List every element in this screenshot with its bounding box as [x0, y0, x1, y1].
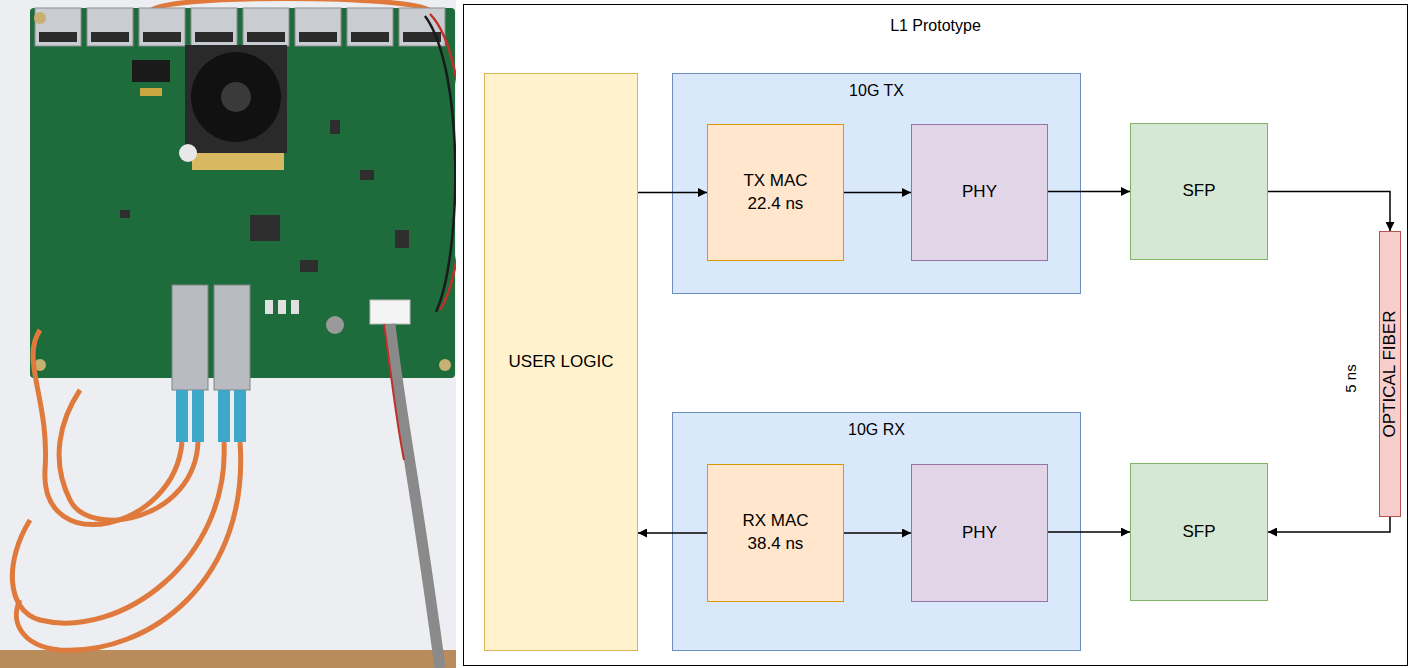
node-text: PHY	[962, 522, 997, 545]
signal-arrow	[638, 192, 707, 194]
signal-arrow	[1268, 517, 1390, 532]
phy-block: PHY	[911, 124, 1048, 261]
mac-block: RX MAC 38.4 ns	[707, 464, 844, 602]
fiber-link: OPTICAL FIBER	[1379, 231, 1401, 517]
node-text: TX MAC 22.4 ns	[733, 170, 819, 216]
logic-block: USER LOGIC	[484, 73, 638, 651]
node-text: RX MAC 38.4 ns	[733, 510, 819, 556]
board-photo	[0, 0, 456, 668]
sfp-module: SFP	[1130, 463, 1268, 601]
node-text: 10G RX	[673, 419, 1080, 441]
mac-block: TX MAC 22.4 ns	[707, 124, 844, 261]
signal-arrow	[844, 532, 911, 534]
tx-group: 10G TX TX MAC 22.4 ns PHY	[672, 73, 1081, 294]
node-text: L1 Prototype	[464, 15, 1407, 37]
node-text: USER LOGIC	[509, 351, 614, 374]
node-text: PHY	[962, 181, 997, 204]
delay-label: 5 ns	[1341, 364, 1358, 392]
signal-arrow	[1048, 531, 1130, 533]
node-text: 10G TX	[673, 80, 1080, 102]
signal-arrow	[1048, 191, 1130, 193]
node-text: OPTICAL FIBER	[1379, 311, 1402, 438]
prototype-frame: L1 PrototypeUSER LOGIC 10G TX TX MAC 22.4 …	[463, 4, 1408, 666]
node-text: SFP	[1182, 180, 1215, 203]
signal-arrow	[1268, 192, 1390, 232]
sfp-module: SFP	[1130, 123, 1268, 260]
node-text: SFP	[1182, 521, 1215, 544]
rx-group: 10G RX RX MAC 38.4 ns PHY	[672, 412, 1081, 651]
signal-arrow	[638, 532, 707, 534]
signal-arrow	[844, 192, 911, 194]
phy-block: PHY	[911, 464, 1048, 602]
